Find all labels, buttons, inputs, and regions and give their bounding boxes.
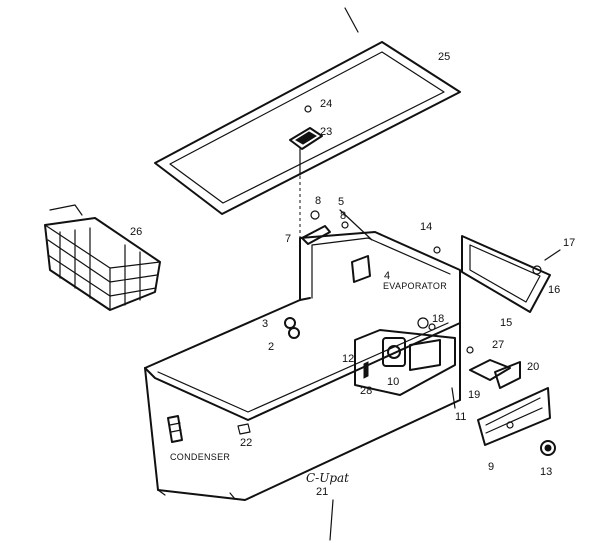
part-number: 16 [548, 284, 560, 296]
lock-assembly [289, 105, 323, 176]
part-number: 13 [540, 466, 552, 478]
part-number: 20 [527, 361, 539, 373]
part-number: 7 [285, 233, 291, 245]
part-number: 17 [563, 237, 575, 249]
hinge-parts [237, 209, 441, 435]
part-number: 18 [432, 313, 444, 325]
part-number: 11 [455, 411, 466, 423]
part-number: 15 [500, 317, 512, 329]
part-number: 19 [468, 389, 480, 401]
part-number: 8 [315, 195, 321, 207]
part-number: 23 [320, 126, 332, 138]
part-number: 3 [262, 318, 268, 330]
part-number: 28 [360, 385, 372, 397]
part-number: 2 [268, 341, 274, 353]
signature: C-Upat [306, 471, 349, 485]
access-panel [461, 235, 561, 313]
part-number: 24 [320, 98, 332, 110]
part-number: 10 [387, 376, 399, 388]
freezer-cabinet [144, 231, 461, 501]
condenser-label: CONDENSER [170, 452, 230, 462]
part-number: 9 [488, 461, 494, 473]
part-number: 4 [384, 270, 390, 282]
part-number-labels: 25 24 23 26 8 5 8 7 14 17 16 4 15 3 2 18… [130, 51, 575, 498]
control-components [354, 317, 521, 409]
part-number: 22 [240, 437, 252, 449]
part-number: 14 [420, 221, 432, 233]
lid-gasket-frame [154, 41, 461, 215]
wire-basket [44, 204, 161, 311]
evaporator-label: EVAPORATOR [383, 281, 447, 291]
part-number: 27 [492, 339, 504, 351]
part-number: 8 [340, 210, 346, 222]
part-number: 21 [316, 486, 328, 498]
part-number: 12 [342, 353, 354, 365]
part-number: 25 [438, 51, 450, 63]
part-number: 5 [338, 196, 344, 208]
part-number: 26 [130, 226, 142, 238]
front-grille [477, 387, 556, 456]
